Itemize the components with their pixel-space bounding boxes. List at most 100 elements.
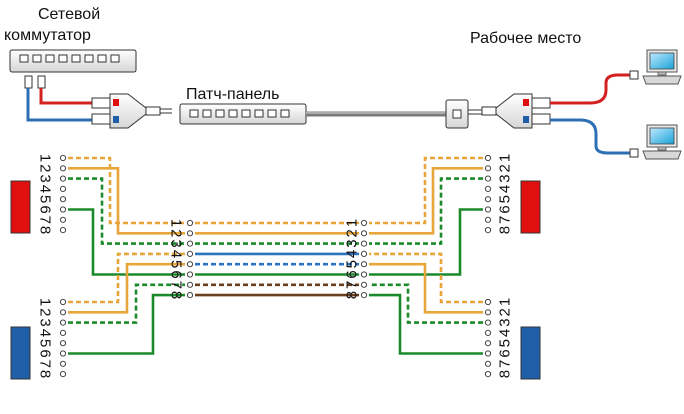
pin-dot-panel-right-3: [360, 240, 368, 247]
computer-2-icon: [642, 124, 682, 160]
pin-dot-left-lower-5: [59, 340, 67, 347]
right-lower-connector-blue: [520, 326, 541, 380]
pin-dot-left-lower-6: [59, 350, 67, 357]
pin-dot-left-upper-3: [59, 175, 67, 182]
pin-number-panel-right-8: 8: [344, 291, 361, 299]
pin-dot-panel-right-8: [360, 292, 368, 299]
wire-left-lower-pin3: [68, 283, 185, 324]
pin-number-panel-right-3: 3: [344, 239, 361, 247]
pin-number-left-upper-1: 1: [37, 154, 54, 162]
wire-right-lower-pin1: [369, 252, 483, 304]
wire-right-lower-pin6: [369, 293, 483, 355]
pin-number-right-upper-2: 2: [497, 164, 514, 172]
wire-right-lower-pin2: [369, 262, 483, 314]
pin-number-panel-left-4: 4: [168, 250, 185, 258]
pin-number-right-upper-8: 8: [497, 226, 514, 234]
left-lower-connector-blue: [10, 326, 31, 380]
pin-number-panel-right-5: 5: [344, 260, 361, 268]
pin-dot-right-lower-3: [484, 319, 492, 326]
pin-number-panel-left-2: 2: [168, 229, 185, 237]
computer-1-icon: [642, 49, 682, 85]
pin-number-left-upper-2: 2: [37, 164, 54, 172]
pin-number-panel-right-7: 7: [344, 281, 361, 289]
pin-dot-panel-right-2: [360, 230, 368, 237]
patch-panel-label: Патч-панель: [186, 86, 279, 103]
pin-dot-panel-left-7: [186, 281, 194, 288]
pin-dot-panel-right-7: [360, 281, 368, 288]
wire-left-lower-pin1: [68, 252, 185, 304]
pin-dot-right-upper-1: [484, 154, 492, 162]
pin-number-right-lower-8: 8: [497, 370, 514, 378]
wire-right-pin2: [369, 167, 483, 235]
switch-plug-2: [37, 75, 46, 89]
pin-dot-panel-left-6: [186, 271, 194, 278]
pin-number-right-lower-2: 2: [497, 308, 514, 316]
wire-left-pin1: [68, 156, 185, 225]
patch-panel-icon: [179, 103, 307, 125]
pin-number-right-upper-1: 1: [497, 154, 514, 162]
wire-left-pin2: [68, 167, 185, 235]
pin-number-right-upper-4: 4: [497, 185, 514, 193]
wires-layer: [68, 156, 483, 355]
pin-dot-panel-right-1: [360, 219, 368, 227]
pin-dot-left-upper-8: [59, 227, 67, 234]
pin-dot-right-lower-8: [484, 371, 492, 378]
network-switch-icon: [9, 49, 137, 73]
wall-socket-icon: [445, 99, 469, 129]
pin-dot-right-lower-4: [484, 329, 492, 336]
pin-number-panel-right-6: 6: [344, 270, 361, 278]
pin-number-left-upper-6: 6: [37, 205, 54, 213]
pin-dot-left-upper-2: [59, 165, 67, 172]
pin-number-left-upper-3: 3: [37, 174, 54, 182]
pin-dot-right-lower-2: [484, 309, 492, 316]
pin-number-panel-left-6: 6: [168, 270, 185, 278]
pin-number-right-upper-6: 6: [497, 205, 514, 213]
switch-plug-1: [24, 75, 33, 89]
workplace-cable-blue: [550, 118, 630, 155]
pin-number-panel-left-1: 1: [168, 219, 185, 227]
pin-number-right-lower-3: 3: [497, 318, 514, 326]
pin-number-left-upper-4: 4: [37, 185, 54, 193]
pin-number-left-lower-8: 8: [37, 370, 54, 378]
pin-number-left-lower-2: 2: [37, 308, 54, 316]
pin-dot-panel-left-8: [186, 292, 194, 299]
pin-dot-left-lower-2: [59, 309, 67, 316]
pc1-plug: [629, 70, 639, 80]
pin-number-right-lower-7: 7: [497, 360, 514, 368]
workplace-cable-red: [550, 73, 630, 105]
pin-dot-left-lower-3: [59, 319, 67, 326]
pin-dot-right-lower-7: [484, 360, 492, 367]
pin-number-panel-left-7: 7: [168, 281, 185, 289]
pin-number-right-lower-5: 5: [497, 339, 514, 347]
pin-dot-panel-left-4: [186, 250, 194, 257]
wire-left-lower-pin2: [68, 262, 185, 314]
pin-number-left-upper-7: 7: [37, 216, 54, 224]
pin-dot-panel-left-5: [186, 261, 194, 268]
pin-dot-right-upper-5: [484, 196, 492, 203]
wire-left-pin3: [68, 177, 185, 245]
pin-dot-panel-left-3: [186, 240, 194, 247]
pin-dot-left-upper-1: [59, 154, 67, 162]
pin-dot-panel-right-4: [360, 250, 368, 257]
pin-number-right-lower-4: 4: [497, 329, 514, 337]
pin-number-left-upper-5: 5: [37, 195, 54, 203]
pin-dot-left-lower-8: [59, 371, 67, 378]
pin-number-panel-right-2: 2: [344, 229, 361, 237]
pin-number-right-lower-1: 1: [497, 298, 514, 306]
pin-dots-layer: [59, 154, 492, 378]
pin-dot-right-lower-1: [484, 298, 492, 306]
pin-dot-right-upper-4: [484, 185, 492, 192]
pin-number-left-lower-4: 4: [37, 329, 54, 337]
pin-number-left-lower-5: 5: [37, 339, 54, 347]
pin-dot-left-upper-6: [59, 206, 67, 213]
pin-number-panel-left-3: 3: [168, 239, 185, 247]
pin-number-panel-left-8: 8: [168, 291, 185, 299]
pin-dot-right-lower-6: [484, 350, 492, 357]
pin-dot-right-upper-2: [484, 165, 492, 172]
pin-dot-panel-left-1: [186, 219, 194, 227]
pin-number-panel-left-5: 5: [168, 260, 185, 268]
pin-dot-right-lower-5: [484, 340, 492, 347]
pin-number-left-lower-7: 7: [37, 360, 54, 368]
